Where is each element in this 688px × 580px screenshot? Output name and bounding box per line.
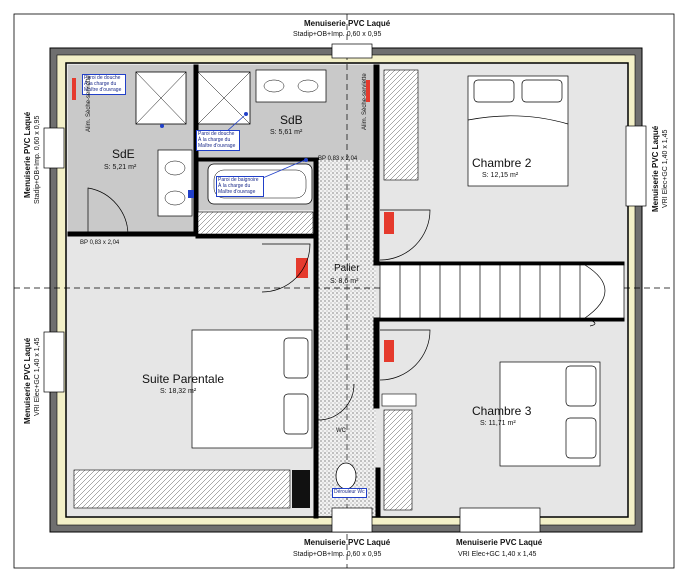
label-bp-sde: BP 0,83 x 2,04 [80, 240, 120, 246]
note-wc: Dérouleur Wc [332, 488, 367, 498]
closet-suite [73, 469, 291, 509]
room-palier-area: S: 8,6 m² [330, 278, 359, 285]
room-palier-name: Palier [334, 263, 360, 274]
door-swings [87, 187, 431, 421]
window-openings [43, 43, 647, 533]
window-left-lower-spec: VRI Elec+GC 1,40 x 1,45 [34, 337, 41, 416]
room-chambre3-area: S: 11,71 m² [480, 420, 516, 427]
electrical-box [381, 393, 417, 407]
room-sdb-area: S: 5,61 m² [270, 129, 303, 136]
closet-sdb [197, 211, 314, 235]
double-sink-sdb [255, 69, 327, 103]
window-bottom-center-spec: Stadip+OB+Imp. 0,60 x 0,95 [293, 551, 382, 558]
note-douche-sde: Paroi de douche À la charge du Maître d'… [82, 74, 126, 96]
window-bottom-right-spec: VRI Elec+GC 1,40 x 1,45 [458, 551, 537, 558]
sink-sde [157, 149, 193, 217]
room-suite-name: Suite Parentale [142, 372, 225, 386]
window-left-upper-title: Menuiserie PVC Laqué [23, 111, 32, 198]
closet-chambre2 [383, 69, 419, 181]
closet-suite-post [292, 470, 310, 508]
window-right-upper-title: Menuiserie PVC Laqué [651, 125, 660, 212]
bed-chambre2 [467, 75, 569, 187]
room-sde-name: SdE [112, 147, 135, 161]
window-top-spec: Stadip+OB+Imp. 0,60 x 0,95 [293, 31, 382, 38]
room-sdb-name: SdB [280, 113, 303, 127]
room-chambre2-name: Chambre 2 [472, 156, 532, 170]
label-alim-left: Alim. Sèche-serviette [86, 75, 92, 132]
window-top-title: Menuiserie PVC Laqué [304, 19, 391, 28]
drawing-frame [13, 13, 675, 569]
note-douche-sdb: Paroi de douche À la charge du Maître d'… [196, 130, 240, 152]
window-right-upper-spec: VRI Elec+GC 1,40 x 1,45 [662, 129, 669, 208]
window-bottom-right-title: Menuiserie PVC Laqué [456, 538, 543, 547]
window-bottom-center-title: Menuiserie PVC Laqué [304, 538, 391, 547]
label-alim-right: Alim. Sèche-serviette [362, 73, 368, 130]
bed-chambre3 [499, 361, 601, 467]
room-sde-area: S: 5,21 m² [104, 164, 137, 171]
note-baignoire: Paroi de baignoire À la charge du Maître… [216, 176, 264, 198]
wc-bowl [335, 462, 357, 490]
bed-suite [191, 329, 313, 449]
window-left-upper-spec: Stadip+OB+Imp. 0,60 x 0,95 [34, 115, 41, 204]
staircase [379, 264, 625, 327]
window-left-lower-title: Menuiserie PVC Laqué [23, 337, 32, 424]
label-bp-sdb: BP 0,83 x 2,04 [318, 156, 358, 162]
room-chambre2-area: S: 12,15 m² [482, 172, 519, 179]
plumbing-mark [188, 190, 194, 198]
palier-floor [316, 160, 376, 515]
room-suite-area: S: 18,32 m² [160, 388, 197, 395]
closet-chambre3 [383, 409, 413, 511]
room-chambre3-name: Chambre 3 [472, 404, 532, 418]
radiator-icons [72, 78, 394, 362]
room-wc-name: WC [336, 428, 346, 434]
